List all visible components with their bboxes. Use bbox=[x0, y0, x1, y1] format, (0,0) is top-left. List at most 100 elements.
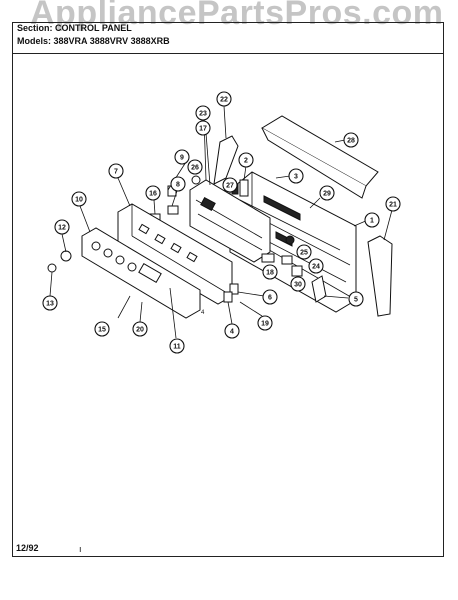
svg-text:17: 17 bbox=[199, 126, 207, 133]
part-holder-8 bbox=[167, 205, 179, 215]
svg-text:28: 28 bbox=[347, 138, 355, 145]
svg-text:25: 25 bbox=[300, 250, 308, 257]
part-knob-26 bbox=[191, 175, 201, 185]
callout-30: 30 bbox=[290, 276, 306, 292]
callout-22: 22 bbox=[216, 91, 232, 107]
footer-mark: ı bbox=[79, 544, 82, 554]
part-screw-20 bbox=[139, 301, 143, 323]
svg-text:6: 6 bbox=[268, 295, 272, 302]
svg-text:24: 24 bbox=[312, 264, 320, 271]
leader-13 bbox=[49, 271, 53, 297]
part-trim-bar bbox=[261, 115, 379, 199]
callout-16: 16 bbox=[145, 185, 161, 201]
callout-25: 25 bbox=[296, 244, 312, 260]
stray-mark: 4 bbox=[201, 310, 205, 316]
svg-text:30: 30 bbox=[294, 282, 302, 289]
svg-text:29: 29 bbox=[323, 191, 331, 198]
svg-text:27: 27 bbox=[226, 183, 234, 190]
leader-3 bbox=[275, 175, 291, 179]
part-screw-15 bbox=[117, 295, 131, 319]
svg-text:23: 23 bbox=[199, 111, 207, 118]
callout-8: 8 bbox=[170, 176, 186, 192]
part-knob-12 bbox=[60, 250, 72, 262]
leader-21 bbox=[383, 209, 393, 241]
svg-text:11: 11 bbox=[173, 344, 181, 351]
leader-16 bbox=[153, 199, 156, 215]
svg-text:20: 20 bbox=[136, 327, 144, 334]
section-value: CONTROL PANEL bbox=[55, 23, 132, 33]
leader-22 bbox=[223, 105, 227, 139]
part-switch bbox=[239, 179, 249, 197]
part-4 bbox=[223, 291, 233, 303]
svg-text:3: 3 bbox=[294, 174, 298, 181]
callout-21: 21 bbox=[385, 196, 401, 212]
header-divider bbox=[12, 22, 444, 54]
models-value: 388VRA 3888VRV 3888XRB bbox=[53, 36, 170, 46]
leader-12 bbox=[61, 233, 67, 253]
callout-1: 1 bbox=[364, 212, 380, 228]
callout-23: 23 bbox=[195, 105, 211, 121]
svg-text:13: 13 bbox=[46, 301, 54, 308]
leader-2 bbox=[243, 165, 247, 181]
leader-19 bbox=[239, 301, 263, 317]
svg-text:2: 2 bbox=[244, 158, 248, 165]
leader-17 bbox=[205, 132, 211, 186]
callout-19: 19 bbox=[257, 315, 273, 331]
callout-5: 5 bbox=[348, 291, 364, 307]
callout-13: 13 bbox=[42, 295, 58, 311]
callout-20: 20 bbox=[132, 321, 148, 337]
callout-2: 2 bbox=[238, 152, 254, 168]
models-heading: Models: 388VRA 3888VRV 3888XRB bbox=[17, 36, 170, 46]
svg-text:19: 19 bbox=[261, 321, 269, 328]
svg-text:10: 10 bbox=[75, 197, 83, 204]
part-knob-13 bbox=[47, 263, 57, 273]
part-6 bbox=[229, 283, 239, 295]
callout-27: 27 bbox=[222, 177, 238, 193]
svg-text:8: 8 bbox=[176, 182, 180, 189]
callout-17: 17 bbox=[195, 120, 211, 136]
svg-text:1: 1 bbox=[370, 218, 374, 225]
svg-text:7: 7 bbox=[114, 169, 118, 176]
svg-text:16: 16 bbox=[149, 191, 157, 198]
watermark-text: AppliancePartsPros.com bbox=[30, 0, 444, 32]
svg-text:22: 22 bbox=[220, 97, 228, 104]
footer-date: 12/92 bbox=[16, 543, 39, 553]
svg-text:5: 5 bbox=[354, 297, 358, 304]
callout-3: 3 bbox=[288, 168, 304, 184]
part-24 bbox=[281, 255, 293, 265]
callout-18: 18 bbox=[262, 264, 278, 280]
part-18 bbox=[261, 253, 275, 263]
leader-10 bbox=[79, 205, 91, 233]
svg-text:21: 21 bbox=[389, 202, 397, 209]
callout-6: 6 bbox=[262, 289, 278, 305]
svg-text:9: 9 bbox=[180, 155, 184, 162]
callout-7: 7 bbox=[108, 163, 124, 179]
leader-5 bbox=[323, 295, 349, 299]
callout-29: 29 bbox=[319, 185, 335, 201]
callout-12: 12 bbox=[54, 219, 70, 235]
callout-11: 11 bbox=[169, 338, 185, 354]
leader-7 bbox=[117, 177, 131, 207]
leader-28 bbox=[334, 139, 346, 143]
callout-10: 10 bbox=[71, 191, 87, 207]
models-label: Models: bbox=[17, 36, 52, 46]
svg-text:4: 4 bbox=[230, 329, 234, 336]
part-rod bbox=[169, 287, 177, 339]
part-25 bbox=[285, 235, 295, 245]
svg-text:26: 26 bbox=[191, 165, 199, 172]
callout-26: 26 bbox=[187, 159, 203, 175]
part-end-cap bbox=[367, 235, 393, 317]
leader-4 bbox=[227, 301, 233, 325]
callout-28: 28 bbox=[343, 132, 359, 148]
callout-24: 24 bbox=[308, 258, 324, 274]
svg-text:18: 18 bbox=[266, 270, 274, 277]
part-30 bbox=[291, 265, 303, 277]
diagram-frame bbox=[12, 22, 444, 557]
section-heading: Section: CONTROL PANEL bbox=[17, 23, 132, 33]
svg-text:12: 12 bbox=[58, 225, 66, 232]
leader-6 bbox=[237, 291, 265, 297]
section-label: Section: bbox=[17, 23, 53, 33]
leader-29 bbox=[309, 197, 321, 209]
callout-9: 9 bbox=[174, 149, 190, 165]
